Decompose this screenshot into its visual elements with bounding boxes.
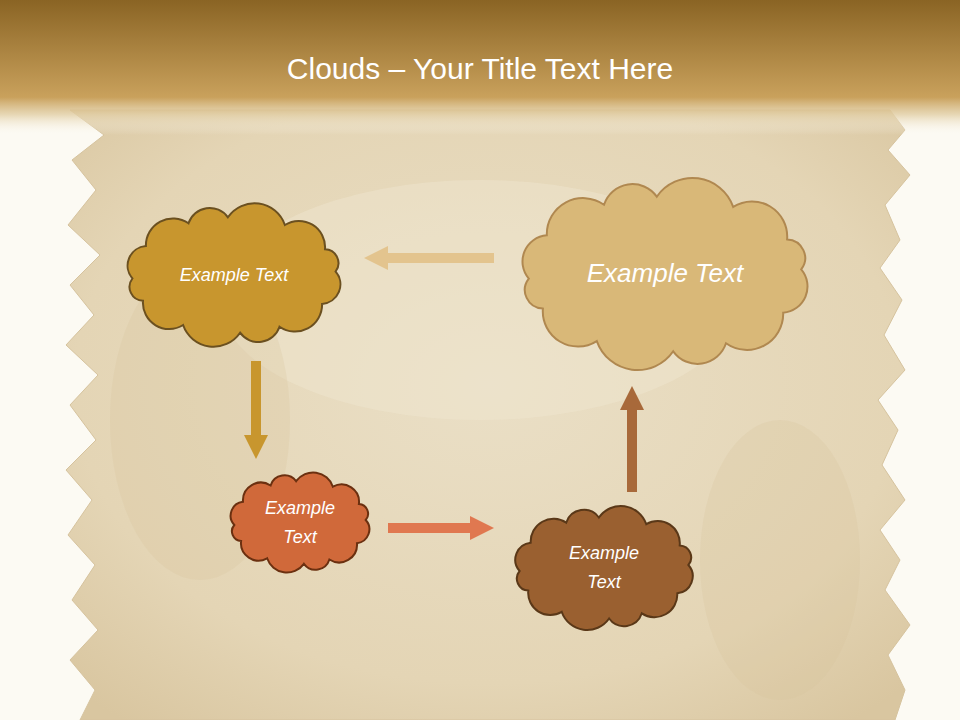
flow-arrow (388, 253, 494, 263)
flow-arrow (251, 361, 261, 435)
flow-arrow (388, 523, 470, 533)
cloud-text: Example Text (587, 253, 744, 295)
slide-title: Clouds – Your Title Text Here (0, 52, 960, 86)
cloud-outline (218, 465, 382, 580)
cloud-text: Example Text (254, 494, 346, 552)
flow-arrow (627, 410, 637, 492)
cloud-shape: Example Text (218, 465, 382, 580)
cloud-path (128, 203, 341, 346)
cloud-shape: Example Text (110, 195, 358, 355)
cloud-path (231, 472, 370, 572)
cloud-shape: Example Text (500, 168, 830, 380)
cloud-shape: Example Text (500, 498, 708, 638)
cloud-text: Example Text (558, 539, 650, 597)
cloud-outline (500, 498, 708, 638)
title-bar (0, 0, 960, 135)
cloud-text: Example Text (180, 261, 288, 290)
parchment (66, 110, 910, 720)
cloud-path (515, 506, 692, 630)
cloud-path (523, 178, 808, 370)
